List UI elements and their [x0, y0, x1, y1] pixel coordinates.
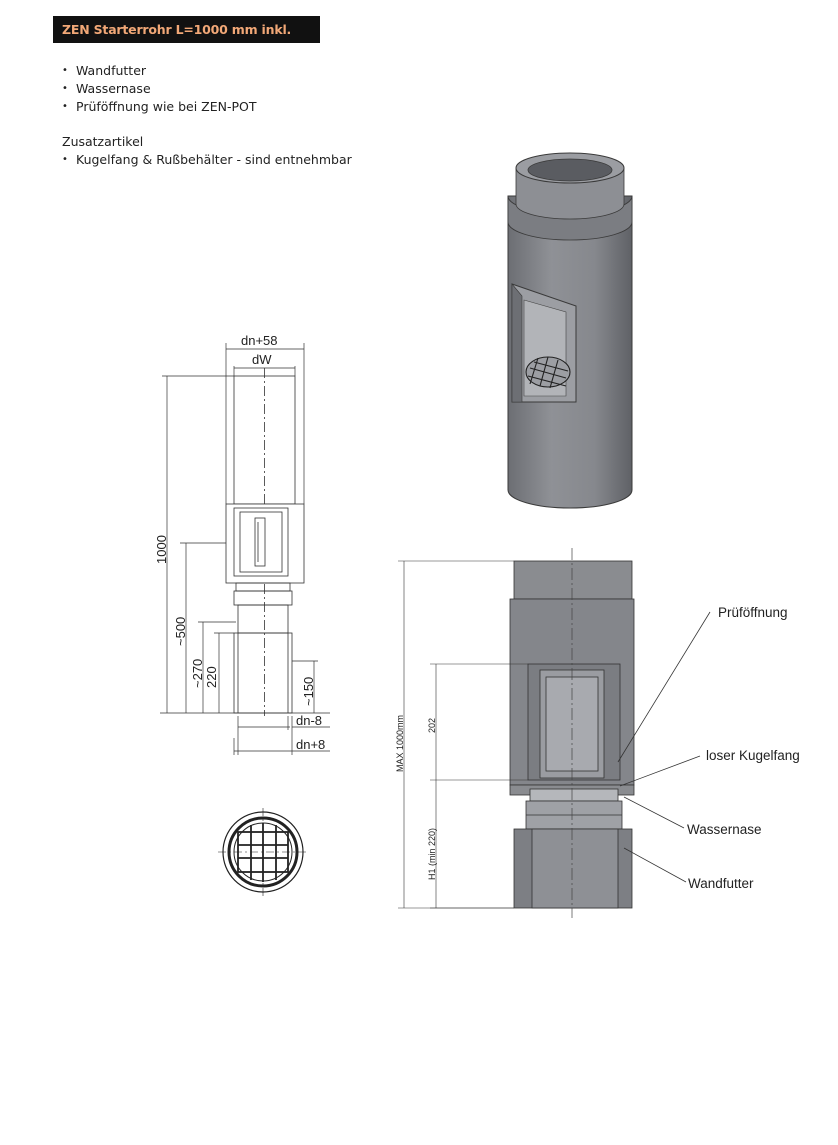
extras-list: Kugelfang & Rußbehälter - sind entnehmba… [62, 151, 352, 169]
dim-dw: dW [252, 352, 272, 367]
callout-wall-sleeve: Wandfutter [688, 876, 754, 891]
page-title: ZEN Starterrohr L=1000 mm inkl. [53, 16, 320, 43]
feature-item: Wassernase [62, 80, 256, 98]
callout-inspection-opening: Prüföffnung [718, 605, 788, 620]
ball-catch-grid [525, 356, 571, 389]
feature-list: Wandfutter Wassernase Prüföffnung wie be… [62, 62, 256, 116]
section-dimensions [398, 560, 528, 909]
callout-drip-edge: Wassernase [687, 822, 762, 837]
extras-item: Kugelfang & Rußbehälter - sind entnehmba… [62, 151, 352, 169]
elevation-drawing [225, 368, 305, 716]
dim-max-1000: MAX 1000mm [395, 715, 405, 772]
dim-dn-plus-58: dn+58 [241, 333, 278, 348]
callout-lines [617, 611, 711, 883]
callout-ball-catch: loser Kugelfang [706, 748, 800, 763]
dim-202: 202 [427, 718, 437, 733]
elevation-dimensions [160, 343, 330, 755]
feature-item: Wandfutter [62, 62, 256, 80]
dim-dn-plus-8: dn+8 [296, 737, 325, 752]
dim-150: ~150 [301, 677, 316, 706]
section-drawing [509, 548, 635, 918]
pipe-top-view [218, 808, 308, 896]
dim-h1: H1 (min 220) [427, 828, 437, 880]
dim-220: 220 [204, 666, 219, 688]
pipe-3d-view [507, 152, 633, 509]
dim-1000: 1000 [154, 535, 169, 564]
dim-270: ~270 [190, 659, 205, 688]
extras-heading: Zusatzartikel [62, 134, 144, 149]
dim-500: ~500 [173, 617, 188, 646]
dim-dn-minus-8: dn-8 [296, 713, 322, 728]
feature-item: Prüföffnung wie bei ZEN-POT [62, 98, 256, 116]
